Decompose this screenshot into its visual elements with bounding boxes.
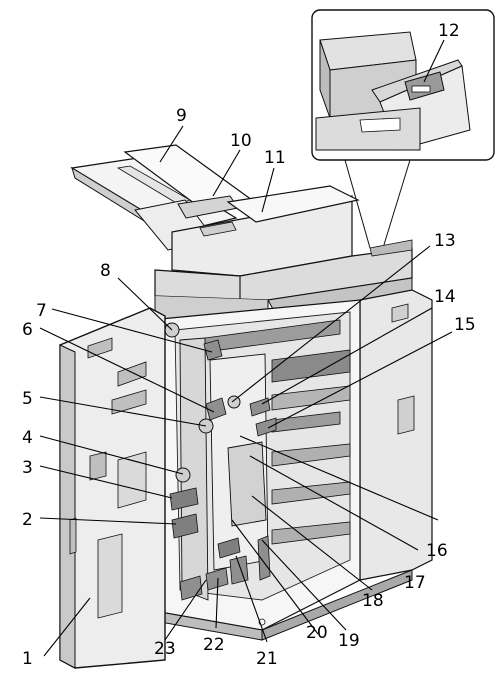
callout-14: 14 [434,287,456,307]
callout-2: 2 [22,510,33,530]
callout-8: 8 [100,261,111,281]
callout-15: 15 [454,315,476,335]
callout-17: 17 [404,573,426,593]
callout-7: 7 [36,301,47,321]
callout-12: 12 [438,21,460,41]
callout-1: 1 [22,649,33,669]
callout-22: 22 [203,635,225,655]
callout-18: 18 [362,591,384,611]
callout-labels: 1 2 3 4 5 6 7 8 9 10 11 12 13 14 15 16 1… [22,21,476,669]
callout-6: 6 [22,320,33,340]
callout-20: 20 [306,623,328,643]
callout-19: 19 [338,631,360,651]
main-body [149,289,433,641]
callout-3: 3 [22,458,33,478]
detail-inset [311,9,495,161]
callout-9: 9 [176,106,187,126]
callout-16: 16 [426,541,448,561]
callout-23: 23 [154,639,176,659]
callout-10: 10 [230,131,252,151]
front-door [59,307,166,669]
callout-13: 13 [434,231,456,251]
leader-lines [39,39,453,657]
callout-21: 21 [256,649,278,669]
callout-4: 4 [22,428,33,448]
output-trays [70,144,254,251]
callout-11: 11 [264,148,286,168]
callout-5: 5 [22,389,33,409]
